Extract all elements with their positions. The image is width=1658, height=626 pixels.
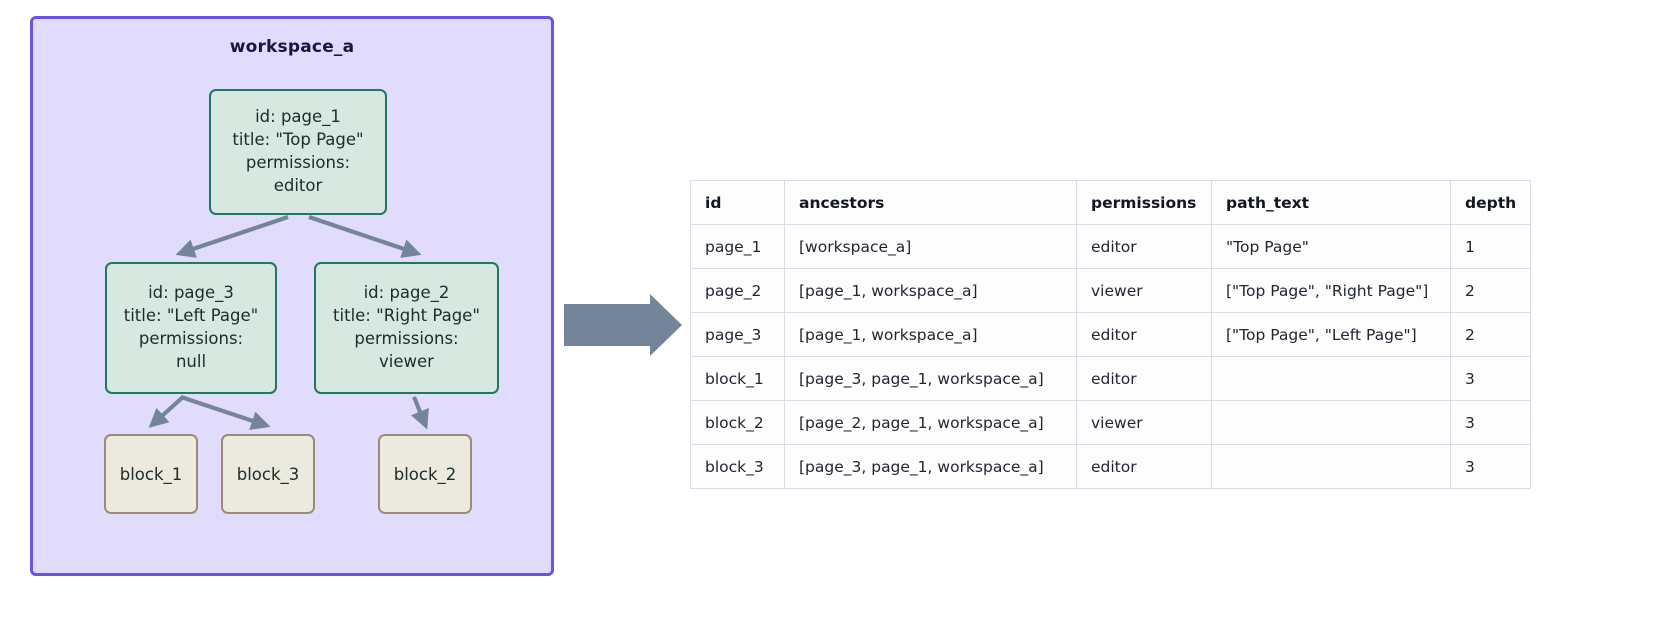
cell-id: page_2: [690, 268, 785, 313]
node-block-2-label: block_2: [393, 464, 457, 484]
node-block-2[interactable]: block_2: [378, 434, 472, 514]
cell-permissions: editor: [1076, 224, 1212, 269]
node-page-3-line-0: id: page_3: [148, 283, 234, 303]
cell-path-text: [1211, 356, 1451, 401]
cell-path-text: [1211, 444, 1451, 489]
diagram-edges: [148, 215, 429, 430]
node-page-1-line-1: title: "Top Page": [232, 130, 364, 150]
cell-depth: 1: [1450, 224, 1531, 269]
cell-id: page_1: [690, 224, 785, 269]
cell-ancestors: [page_1, workspace_a]: [784, 312, 1077, 357]
cell-id: block_1: [690, 356, 785, 401]
node-block-3-label: block_3: [236, 464, 300, 484]
cell-permissions: viewer: [1076, 400, 1212, 445]
column-header-path-text[interactable]: path_text: [1211, 180, 1451, 225]
cell-path-text: ["Top Page", "Left Page"]: [1211, 312, 1451, 357]
cell-depth: 2: [1450, 268, 1531, 313]
workspace-container: workspace_a id: page_1 title: "Top Page"…: [30, 16, 554, 576]
column-header-ancestors[interactable]: ancestors: [784, 180, 1077, 225]
table-row[interactable]: page_3 [page_1, workspace_a] editor ["To…: [690, 312, 1531, 357]
node-page-3-line-2: permissions:: [138, 329, 244, 348]
right-arrow-icon: [564, 294, 682, 356]
cell-permissions: editor: [1076, 312, 1212, 357]
cell-permissions: viewer: [1076, 268, 1212, 313]
cell-path-text: ["Top Page", "Right Page"]: [1211, 268, 1451, 313]
node-page-3-line-3: null: [175, 351, 207, 371]
node-page-3[interactable]: id: page_3 title: "Left Page" permission…: [105, 262, 277, 394]
cell-depth: 2: [1450, 312, 1531, 357]
result-table-wrapper: id ancestors permissions path_text depth…: [690, 180, 1531, 489]
cell-id: page_3: [690, 312, 785, 357]
node-page-2-line-0: id: page_2: [363, 283, 450, 303]
table-row[interactable]: block_1 [page_3, page_1, workspace_a] ed…: [690, 356, 1531, 401]
cell-depth: 3: [1450, 444, 1531, 489]
node-page-2-line-3: viewer: [379, 351, 434, 371]
cell-id: block_3: [690, 444, 785, 489]
column-header-depth[interactable]: depth: [1450, 180, 1531, 225]
result-table: id ancestors permissions path_text depth…: [690, 180, 1531, 489]
node-block-1[interactable]: block_1: [104, 434, 198, 514]
cell-path-text: "Top Page": [1211, 224, 1451, 269]
cell-ancestors: [page_2, page_1, workspace_a]: [784, 400, 1077, 445]
table-row[interactable]: block_3 [page_3, page_1, workspace_a] ed…: [690, 444, 1531, 489]
node-page-1[interactable]: id: page_1 title: "Top Page" permissions…: [209, 89, 387, 215]
node-block-1-label: block_1: [119, 464, 183, 484]
cell-ancestors: [page_3, page_1, workspace_a]: [784, 444, 1077, 489]
node-page-2-line-1: title: "Right Page": [333, 306, 480, 326]
node-page-3-line-1: title: "Left Page": [123, 306, 259, 326]
cell-depth: 3: [1450, 400, 1531, 445]
cell-ancestors: [workspace_a]: [784, 224, 1077, 269]
column-header-permissions[interactable]: permissions: [1076, 180, 1212, 225]
table-row[interactable]: page_2 [page_1, workspace_a] viewer ["To…: [690, 268, 1531, 313]
table-header-row: id ancestors permissions path_text depth: [690, 180, 1531, 225]
cell-depth: 3: [1450, 356, 1531, 401]
cell-ancestors: [page_1, workspace_a]: [784, 268, 1077, 313]
node-page-2[interactable]: id: page_2 title: "Right Page" permissio…: [314, 262, 499, 394]
node-page-1-line-0: id: page_1: [255, 107, 341, 127]
workspace-title: workspace_a: [229, 37, 355, 57]
cell-permissions: editor: [1076, 444, 1212, 489]
node-page-1-line-3: editor: [273, 175, 323, 195]
cell-path-text: [1211, 400, 1451, 445]
table-row[interactable]: block_2 [page_2, page_1, workspace_a] vi…: [690, 400, 1531, 445]
node-page-1-line-2: permissions:: [245, 153, 351, 172]
cell-permissions: editor: [1076, 356, 1212, 401]
table-row[interactable]: page_1 [workspace_a] editor "Top Page" 1: [690, 224, 1531, 269]
node-block-3[interactable]: block_3: [221, 434, 315, 514]
cell-id: block_2: [690, 400, 785, 445]
node-page-2-line-2: permissions:: [354, 329, 459, 348]
column-header-id[interactable]: id: [690, 180, 785, 225]
cell-ancestors: [page_3, page_1, workspace_a]: [784, 356, 1077, 401]
